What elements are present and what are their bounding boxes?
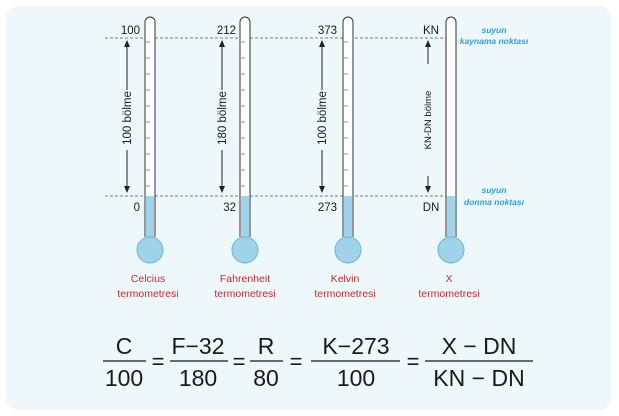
fraction-2-denominator: 180 <box>179 365 217 391</box>
celsius-bottom-value: 0 <box>134 202 140 214</box>
fraction-4-denominator: 100 <box>337 365 375 391</box>
fraction-4-numerator: K−273 <box>322 333 389 359</box>
x-name-line1: X <box>445 273 452 285</box>
fahrenheit-thermometer: 180 bölme 212 32 Fahrenheit termometresi <box>214 16 276 300</box>
fraction-1-denominator: 100 <box>105 365 143 391</box>
conversion-formula: C 100 = F−32 180 = R 80 = K−273 100 = X … <box>103 333 533 391</box>
kelvin-name-line1: Kelvin <box>331 273 360 285</box>
fahrenheit-top-value: 212 <box>217 25 236 37</box>
equals-sign-2: = <box>233 349 246 374</box>
kelvin-top-value: 373 <box>318 25 337 37</box>
celsius-top-value: 100 <box>121 25 140 37</box>
fraction-3-denominator: 80 <box>253 365 279 391</box>
kelvin-name-line2: termometresi <box>314 288 375 300</box>
fraction-3-numerator: R <box>258 333 275 359</box>
x-top-value: KN <box>423 25 439 37</box>
celsius-name-line2: termometresi <box>117 288 178 300</box>
fraction-5-denominator: KN − DN <box>433 365 524 391</box>
celsius-name-line1: Celcius <box>131 273 165 285</box>
x-thermometer: KN-DN bölme KN DN X termometresi <box>418 16 480 300</box>
freezing-note-line1: suyun <box>481 185 506 195</box>
kelvin-thermometer: 100 bölme 373 273 Kelvin termometresi <box>314 16 376 300</box>
boiling-note-line1: suyun <box>481 25 506 35</box>
x-bottom-value: DN <box>423 202 440 214</box>
fahrenheit-name-line1: Fahrenheit <box>220 273 270 285</box>
freezing-note-line2: donma noktası <box>464 197 525 207</box>
fahrenheit-divisions-label: 180 bölme <box>217 91 229 145</box>
fraction-2-numerator: F−32 <box>171 333 224 359</box>
fahrenheit-bottom-value: 32 <box>223 202 236 214</box>
celsius-divisions-label: 100 bölme <box>122 91 134 145</box>
fraction-1-numerator: C <box>116 333 133 359</box>
kelvin-bottom-value: 273 <box>318 202 337 214</box>
fraction-5-numerator: X − DN <box>442 333 517 359</box>
content-panel <box>6 6 611 410</box>
boiling-note-line2: kaynama noktası <box>460 36 529 46</box>
equals-sign-4: = <box>407 349 420 374</box>
fahrenheit-name-line2: termometresi <box>214 288 275 300</box>
celsius-thermometer: 100 bölme 100 0 Celcius termometresi <box>117 16 179 300</box>
x-name-line2: termometresi <box>418 288 479 300</box>
kelvin-divisions-label: 100 bölme <box>317 91 329 145</box>
x-divisions-label: KN-DN bölme <box>423 91 434 150</box>
equals-sign-1: = <box>152 349 165 374</box>
equals-sign-3: = <box>290 349 303 374</box>
